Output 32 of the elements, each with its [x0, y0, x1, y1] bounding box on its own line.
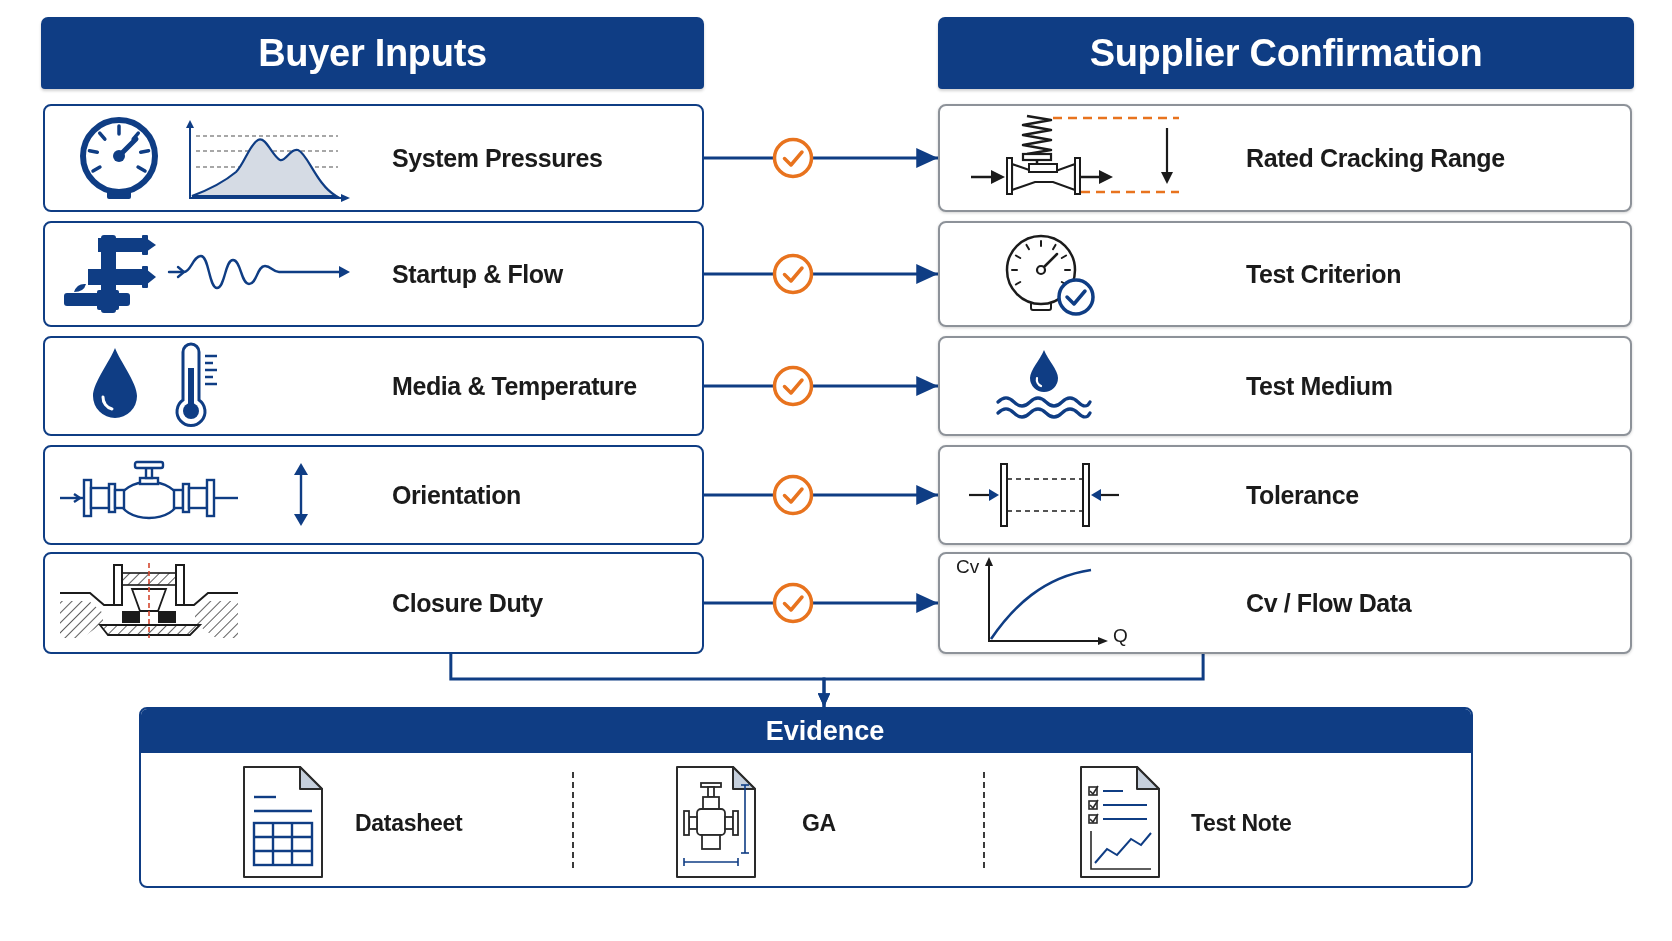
confirmation-card: [938, 104, 1632, 212]
card-title: Rated Cracking Range: [1246, 143, 1505, 173]
evidence-item-label: Test Note: [1191, 809, 1292, 837]
evidence-item-label: Datasheet: [355, 809, 463, 837]
axis-label: Cv: [956, 556, 980, 578]
card-title: Orientation: [392, 480, 521, 510]
axis-label: Q: [1113, 625, 1128, 647]
confirmation-card: [938, 336, 1632, 436]
evidence-panel: [139, 707, 1473, 888]
card-title: Cv / Flow Data: [1246, 588, 1412, 618]
input-card: [43, 104, 704, 212]
card-title: Test Medium: [1246, 371, 1393, 401]
card-title: Tolerance: [1246, 480, 1359, 510]
card-title: Test Criterion: [1246, 259, 1402, 289]
confirmation-card: [938, 552, 1632, 654]
card-title: Closure Duty: [392, 588, 543, 618]
confirmation-card: [938, 221, 1632, 327]
column-header-bar: [938, 17, 1634, 89]
card-title: System Pressures: [392, 143, 603, 173]
column-title: Buyer Inputs: [258, 31, 487, 75]
card-title: Media & Temperature: [392, 371, 637, 401]
evidence-item-label: GA: [802, 809, 836, 837]
column-header-bar: [41, 17, 704, 89]
confirmation-card: [938, 445, 1632, 545]
input-card: [43, 445, 704, 545]
input-card: [43, 552, 704, 654]
column-title: Supplier Confirmation: [1089, 31, 1483, 75]
panel-title: Evidence: [765, 715, 885, 747]
card-title: Startup & Flow: [392, 259, 563, 289]
input-card: [43, 336, 704, 436]
connector-arrow: [817, 654, 1205, 707]
input-card: [43, 221, 704, 327]
